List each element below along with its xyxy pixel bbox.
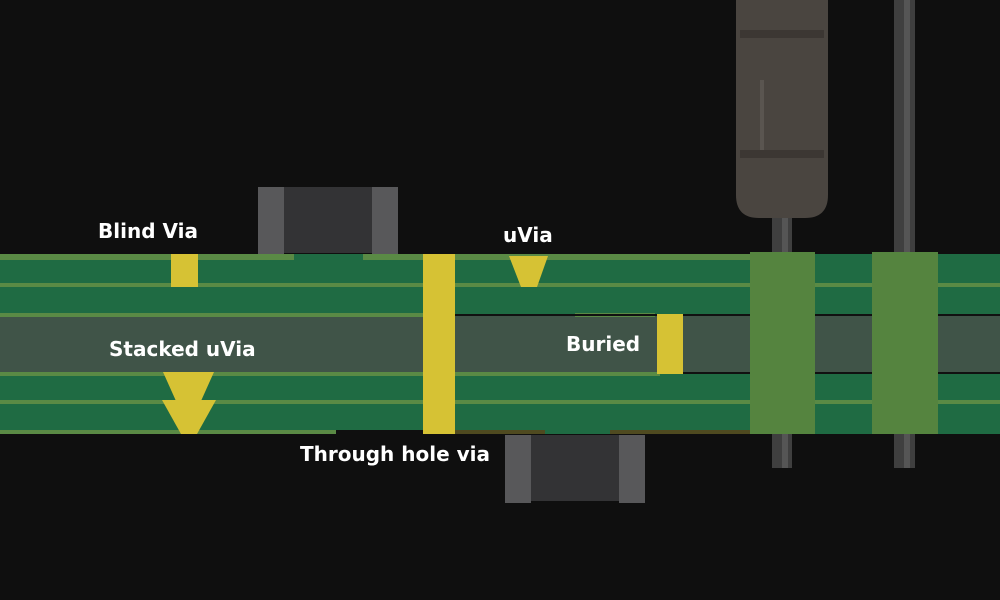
resistor-band xyxy=(740,30,824,38)
smd-cap xyxy=(258,187,284,254)
core xyxy=(0,316,1000,372)
smd-cap xyxy=(619,435,645,503)
blind-via xyxy=(171,254,198,287)
label-buried: Buried xyxy=(566,332,641,356)
gap xyxy=(336,430,423,434)
label-through-hole-via: Through hole via xyxy=(300,442,490,466)
through-hole-via xyxy=(423,254,455,434)
core-edge xyxy=(672,372,1000,374)
smd-cap xyxy=(505,435,531,503)
bottom-pad xyxy=(455,430,545,434)
through-hole-pad-right xyxy=(872,252,938,434)
bottom-pad xyxy=(610,430,750,434)
through-hole-pad-left xyxy=(750,252,815,434)
core-edge xyxy=(455,314,1000,316)
uvia xyxy=(509,256,548,287)
lead-highlight xyxy=(904,0,910,468)
stacked-uvia-upper xyxy=(163,372,214,401)
buried-via xyxy=(657,314,683,374)
stacked-uvia-lower xyxy=(162,400,216,434)
resistor-body xyxy=(736,0,828,218)
resistor-band xyxy=(740,150,824,158)
smd-cap xyxy=(372,187,398,254)
label-uvia: uVia xyxy=(503,223,553,247)
label-blind-via: Blind Via xyxy=(98,219,198,243)
resistor-highlight xyxy=(760,80,764,150)
label-stacked-uvia: Stacked uVia xyxy=(109,337,256,361)
